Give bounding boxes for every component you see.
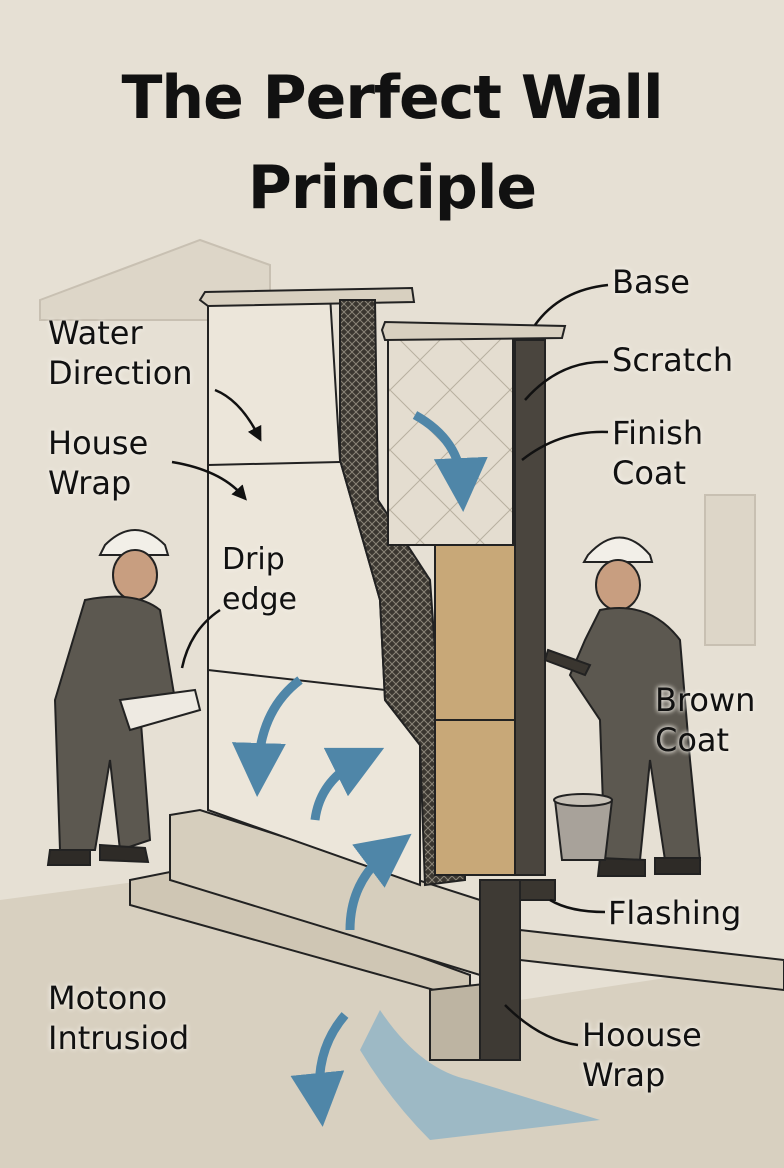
worker-left [46, 529, 202, 866]
label-motono-intrusiod: Motono Intrusiod [48, 978, 189, 1058]
label-flashing: Flashing [608, 894, 742, 932]
label-base: Base [612, 263, 690, 301]
label-line: Finish [612, 414, 704, 452]
bucket [553, 793, 614, 861]
label-water-direction: Water Direction [48, 313, 193, 393]
cladding-layers [380, 320, 567, 1061]
label-drip-edge: Drip edge [222, 540, 297, 620]
house-wrap-layer [339, 299, 466, 887]
label-brown-coat: Brown Coat [655, 680, 755, 760]
label-line: Drip [222, 542, 285, 577]
label-finish-coat: Finish Coat [612, 413, 703, 493]
water-flow-arrows [231, 411, 488, 1127]
title-line-2: Principle [247, 153, 537, 223]
label-hoouse-wrap: Hoouse Wrap [582, 1015, 702, 1095]
title-line-1: The Perfect Wall [121, 63, 663, 133]
worker-right [543, 536, 702, 877]
leader-lines [171, 283, 609, 1047]
label-line: House [48, 424, 149, 462]
ground [0, 880, 784, 1168]
label-line: Wrap [582, 1056, 666, 1094]
label-scratch: Scratch [612, 341, 734, 379]
label-house-wrap-left: House Wrap [48, 423, 148, 503]
label-line: Coat [655, 721, 730, 759]
label-line: Coat [612, 454, 687, 492]
label-line: edge [222, 582, 297, 617]
label-line: Direction [48, 354, 193, 392]
label-line: Intrusiod [48, 1019, 190, 1057]
label-line: Hoouse [582, 1016, 702, 1054]
label-line: Brown [655, 681, 756, 719]
label-line: Motono [48, 979, 168, 1017]
label-line: Wrap [48, 464, 132, 502]
label-line: Water [48, 314, 143, 352]
water-runoff [360, 1010, 600, 1140]
